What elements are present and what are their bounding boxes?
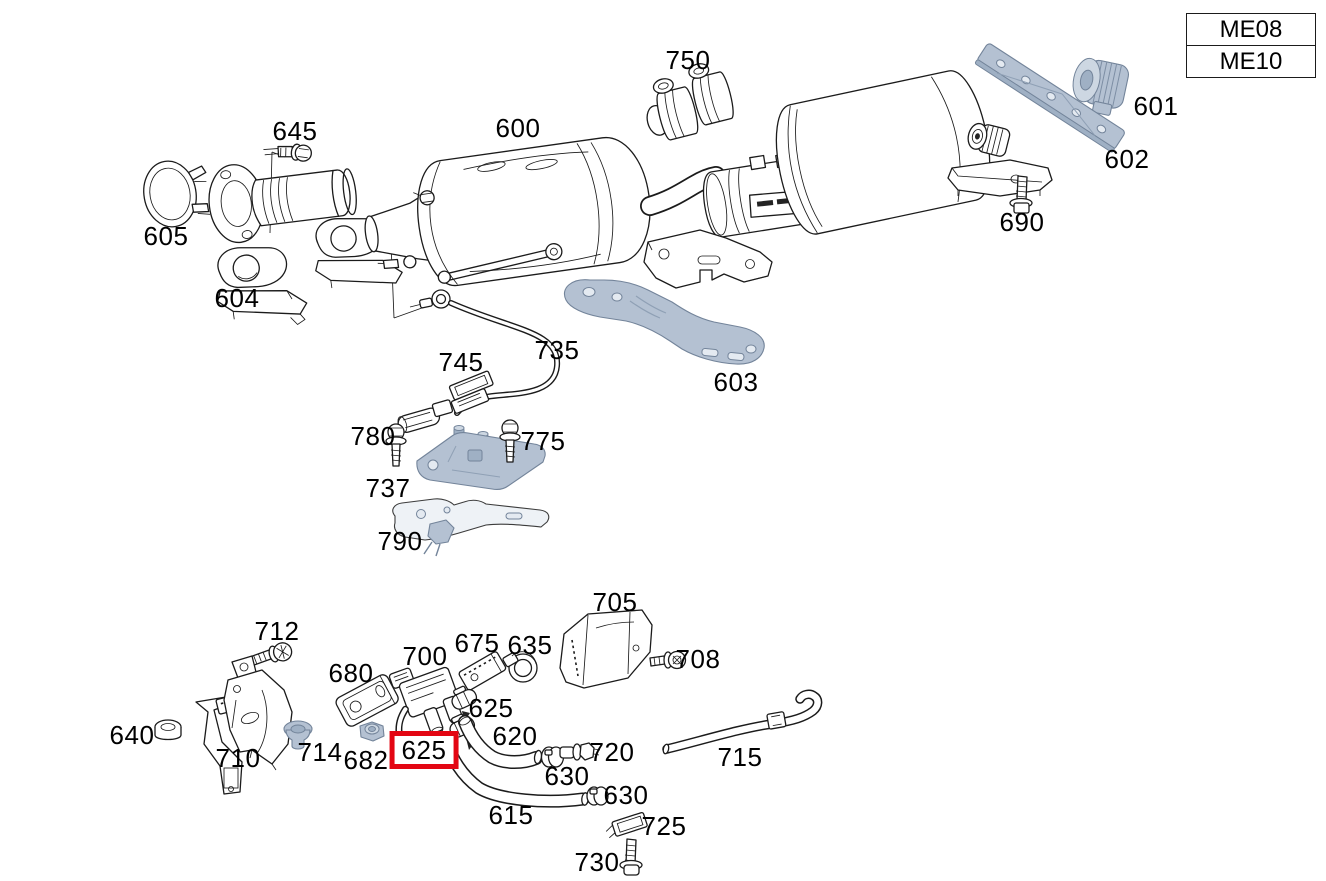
part-callout-750[interactable]: 750 [665,45,711,75]
drawing-725-clip [605,811,648,839]
part-callout-630-2[interactable]: 630 [603,780,649,810]
drawing-715-hose [662,689,823,755]
drawing-635-clamp [502,651,538,683]
drawing-720-fitting [559,742,601,761]
catalog-code-me08[interactable]: ME08 [1219,15,1283,43]
drawing-750-clamps [646,63,734,141]
drawing-775-bolt [499,419,521,463]
part-callout-675[interactable]: 675 [454,628,500,658]
part-callout-680[interactable]: 680 [328,658,374,688]
drawing-790-bracket [392,498,550,557]
part-callout-604[interactable]: 604 [214,283,260,313]
part-callout-620[interactable]: 620 [492,721,538,751]
part-callout-603[interactable]: 603 [713,367,759,397]
part-callout-725[interactable]: 725 [641,811,687,841]
drawing-714-grommet [283,720,313,750]
part-callout-745[interactable]: 745 [438,347,484,377]
drawing-675-bracket [458,651,507,691]
catalog-code-me10[interactable]: ME10 [1187,45,1315,77]
drawing-710-bracket [215,655,293,771]
drawing-605-gasket [143,160,211,228]
drawing-601-mount [1072,57,1130,116]
drawing-645-bolt [263,143,312,162]
part-callout-775[interactable]: 775 [520,426,566,456]
part-callout-790[interactable]: 790 [377,526,423,556]
part-callout-708[interactable]: 708 [675,644,721,674]
part-callout-700[interactable]: 700 [402,641,448,671]
part-callout-630-1[interactable]: 630 [544,761,590,791]
drawing-780-bolt [385,423,407,467]
part-callout-737[interactable]: 737 [365,473,411,503]
part-callout-600[interactable]: 600 [495,113,541,143]
drawing-630-clamps [540,746,609,806]
catalog-code-table: ME08 ME10 [1186,13,1316,78]
drawing-602-strap [974,43,1125,153]
drawing-muffler [775,70,991,235]
part-callout-635[interactable]: 635 [507,630,553,660]
drawing-682-nut [359,721,385,742]
part-callout-690[interactable]: 690 [999,207,1045,237]
drawing-705-heat-shield [559,609,653,689]
drawing-scr-bracket [643,229,773,289]
part-callout-601[interactable]: 601 [1133,91,1179,121]
part-callout-640[interactable]: 640 [109,720,155,750]
part-callout-714[interactable]: 714 [297,737,343,767]
drawing-604-mount [216,247,308,326]
part-callout-735[interactable]: 735 [534,335,580,365]
drawing-690-bolt [1009,175,1033,214]
part-callout-682[interactable]: 682 [343,745,389,775]
drawing-680-bracket [335,674,399,727]
drawing-640-clip [154,696,243,795]
part-callout-720[interactable]: 720 [589,737,635,767]
part-callout-730[interactable]: 730 [574,847,620,877]
drawing-front-flex-pipe [208,164,357,244]
part-callout-625[interactable]: 625 [468,693,514,723]
drawing-600-catalytic-converter [364,137,651,287]
drawing-708-screw [649,650,687,670]
part-callout-605[interactable]: 605 [143,221,189,251]
drawing-730-screw [619,838,643,876]
part-callout-602[interactable]: 602 [1104,144,1150,174]
part-callout-710[interactable]: 710 [215,743,261,773]
part-callout-712[interactable]: 712 [254,616,300,646]
part-callout-715[interactable]: 715 [717,742,763,772]
drawing-603-bracket [564,279,765,365]
part-callout-780[interactable]: 780 [350,421,396,451]
part-callout-615[interactable]: 615 [488,800,534,830]
drawing-muffler-pin-mount [967,122,1011,157]
part-callout-705[interactable]: 705 [592,587,638,617]
part-callout-645[interactable]: 645 [272,116,318,146]
part-callout-625-selected[interactable]: 625 [389,731,459,769]
drawing-735-sensor-body [397,399,454,433]
drawing-745-connector [448,370,494,414]
